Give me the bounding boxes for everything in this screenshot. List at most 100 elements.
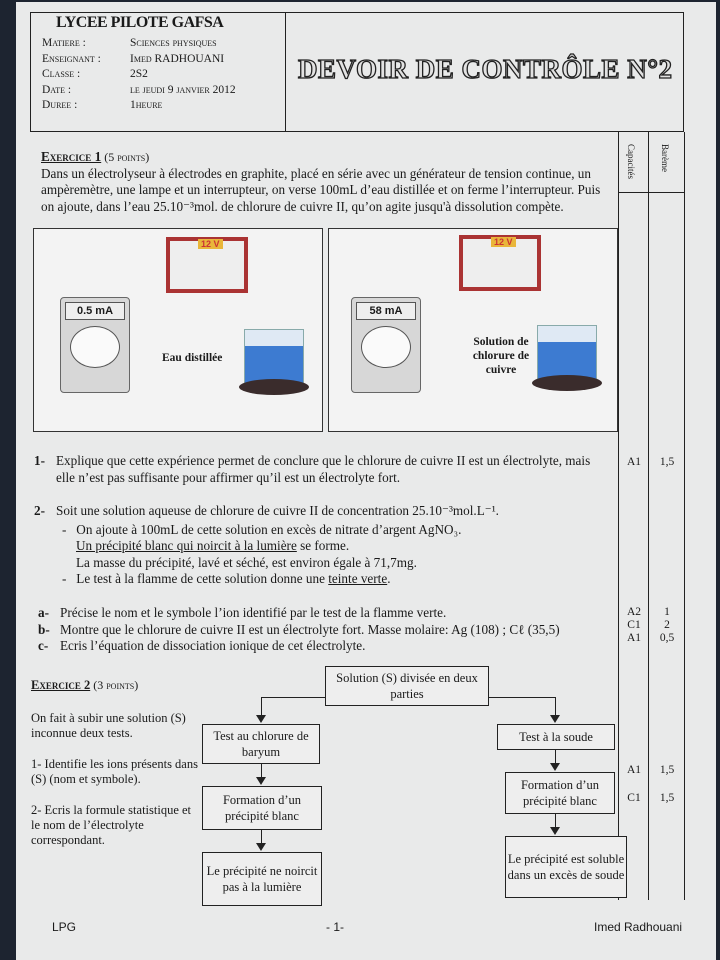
diagram-root: Solution (S) divisée en deux parties xyxy=(325,666,489,706)
connector xyxy=(261,830,262,844)
sub-number: a- xyxy=(38,605,49,620)
exercise-2-points: (3 points) xyxy=(90,678,139,692)
figure-label: Solution de chlorure de cuivre xyxy=(472,336,530,376)
question-2: 2- Soit une solution aqueuse de chlorure … xyxy=(34,503,612,588)
ammeter: 58 mA xyxy=(351,297,421,393)
field-value: le jeudi 9 janvier 2012 xyxy=(130,83,236,96)
connector xyxy=(555,814,556,828)
sub-text: Précise le nom et le symbole l’ion ident… xyxy=(60,605,447,620)
arrow-head xyxy=(550,827,560,835)
generator: 12 V xyxy=(166,237,248,293)
capacites-header: Capacités xyxy=(626,144,636,179)
punctuation: . xyxy=(387,571,391,586)
column-divider xyxy=(618,132,619,900)
stand xyxy=(239,379,309,395)
bullet-text: se forme. xyxy=(296,538,350,553)
sub-text: Ecris l’équation de dissociation ionique… xyxy=(60,638,366,653)
exam-page: LYCEE PILOTE GAFSA Matiere : Sciences phy… xyxy=(16,2,716,960)
connector xyxy=(555,750,556,764)
diagram-right-2: Formation d’un précipité blanc xyxy=(505,772,615,814)
points: 1,5 xyxy=(659,456,675,468)
field-value: Sciences physiques xyxy=(130,37,217,49)
points: 1,5 xyxy=(659,792,675,804)
capacity: A1 xyxy=(626,764,642,776)
exercise-2-question-2: 2- Ecris la formule statistique et le no… xyxy=(31,803,192,847)
question-number: 2- xyxy=(34,503,45,518)
exercise-2: Exercice 2 (3 points) On fait à subir un… xyxy=(31,678,201,848)
capacity: A2 xyxy=(626,606,642,618)
ammeter-reading: 58 mA xyxy=(356,302,416,320)
field-label: Duree : xyxy=(42,99,78,111)
field-label: Enseignant : xyxy=(42,52,101,65)
ammeter: 0.5 mA xyxy=(60,297,130,393)
arrow-head xyxy=(256,843,266,851)
figure-distilled-water: 12 V 0.5 mA Eau distillée xyxy=(33,228,323,432)
header-info-box xyxy=(30,12,286,132)
school-name: LYCEE PILOTE GAFSA xyxy=(56,14,224,31)
points: 2 xyxy=(664,619,670,631)
exercise-2-question-1: 1- Identifie les ions présents dans (S) … xyxy=(31,757,198,786)
field-value: Imed RADHOUANI xyxy=(130,52,225,65)
voltage-label: 12 V xyxy=(198,239,223,249)
column-header-line xyxy=(618,192,684,193)
diagram-left-1: Test au chlorure de baryum xyxy=(202,724,320,764)
column-divider xyxy=(648,132,649,900)
question-1: 1- Explique que cette expérience permet d… xyxy=(34,453,612,486)
figure-label: Eau distillée xyxy=(162,352,223,364)
sub-number: c- xyxy=(38,638,49,653)
connector xyxy=(555,697,556,717)
capacity: A1 xyxy=(626,632,642,644)
connector xyxy=(261,764,262,778)
diagram-left-2: Formation d’un précipité blanc xyxy=(202,786,322,830)
sub-text: Montre que le chlorure de cuivre II est … xyxy=(60,621,560,637)
bullet-text: La masse du précipité, lavé et séché, es… xyxy=(76,554,417,570)
exercise-2-intro: On fait à subir une solution (S) inconnu… xyxy=(31,711,186,740)
ammeter-reading: 0.5 mA xyxy=(65,302,125,320)
question-text: Explique que cette expérience permet de … xyxy=(56,453,591,485)
page-number: - 1- xyxy=(326,920,344,934)
points: 1,5 xyxy=(659,764,675,776)
generator: 12 V xyxy=(459,235,541,291)
bareme-header: Barème xyxy=(660,144,670,172)
header-fields: Matiere : Sciences physiques Enseignant :… xyxy=(42,36,236,114)
field-label: Classe : xyxy=(42,68,81,80)
beaker xyxy=(537,325,597,381)
field-label: Matiere : xyxy=(42,37,86,49)
stand xyxy=(532,375,602,391)
page-title: DEVOIR DE CONTRÔLE N°2 xyxy=(297,53,673,84)
sub-questions: a- Précise le nom et le symbole l’ion ide… xyxy=(38,605,618,655)
diagram-right-3: Le précipité est soluble dans un excès d… xyxy=(505,836,627,898)
connector xyxy=(489,697,555,698)
question-number: 1- xyxy=(34,453,45,468)
points: 0,5 xyxy=(659,632,675,644)
field-label: Date : xyxy=(42,83,72,96)
field-value: 1heure xyxy=(130,99,163,111)
underlined-text: teinte verte xyxy=(328,571,388,586)
footer-author: Imed Radhouani xyxy=(594,920,683,934)
diagram-left-3: Le précipité ne noircit pas à la lumière xyxy=(202,852,322,906)
diagram-right-1: Test à la soude xyxy=(497,724,615,750)
arrow-head xyxy=(256,777,266,785)
exercise-1-intro: Exercice 1 (5 points) Dans un électrolys… xyxy=(41,149,616,215)
capacity: C1 xyxy=(627,792,641,804)
arrow-head xyxy=(550,715,560,723)
exercise-1-title: Exercice 1 xyxy=(41,149,102,164)
beaker xyxy=(244,329,304,385)
bullet-text: Le test à la flamme de cette solution do… xyxy=(76,571,329,586)
sub-number: b- xyxy=(38,621,50,637)
exercise-2-title: Exercice 2 xyxy=(31,678,91,692)
footer-left: LPG xyxy=(52,920,77,934)
question-text: Soit une solution aqueuse de chlorure de… xyxy=(56,503,499,518)
bullet-text: On ajoute à 100mL de cette solution en e… xyxy=(76,521,462,537)
exercise-1-text: Dans un électrolyseur à électrodes en gr… xyxy=(41,165,601,214)
connector xyxy=(261,697,325,698)
capacity: C1 xyxy=(627,619,641,631)
connector xyxy=(261,697,262,717)
header-box xyxy=(30,12,684,132)
column-divider xyxy=(684,132,685,900)
underlined-text: Un précipité blanc qui noircit à la lumi… xyxy=(76,538,297,553)
field-value: 2S2 xyxy=(130,68,148,80)
arrow-head xyxy=(550,763,560,771)
exercise-1-points: (5 points) xyxy=(101,150,150,164)
